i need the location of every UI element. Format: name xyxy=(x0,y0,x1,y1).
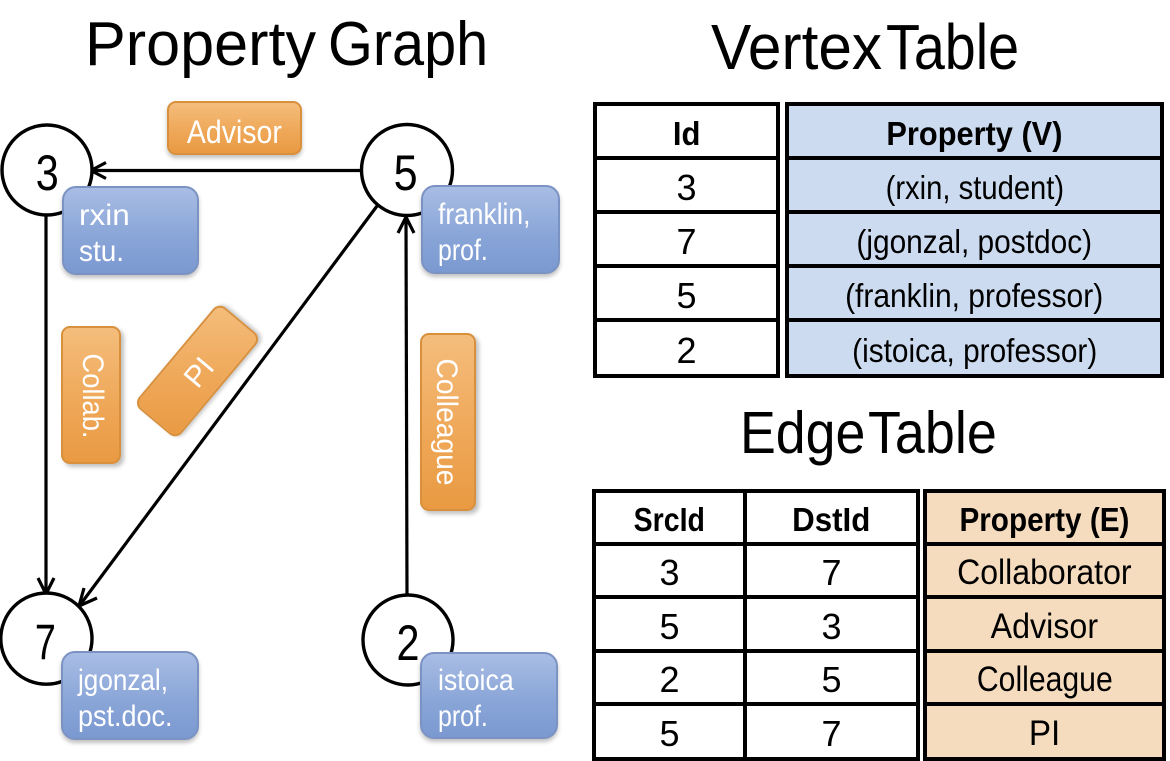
svg-text:2: 2 xyxy=(397,615,420,671)
svg-text:3: 3 xyxy=(36,145,59,201)
svg-text:5: 5 xyxy=(394,145,418,201)
svg-text:7: 7 xyxy=(35,615,56,671)
